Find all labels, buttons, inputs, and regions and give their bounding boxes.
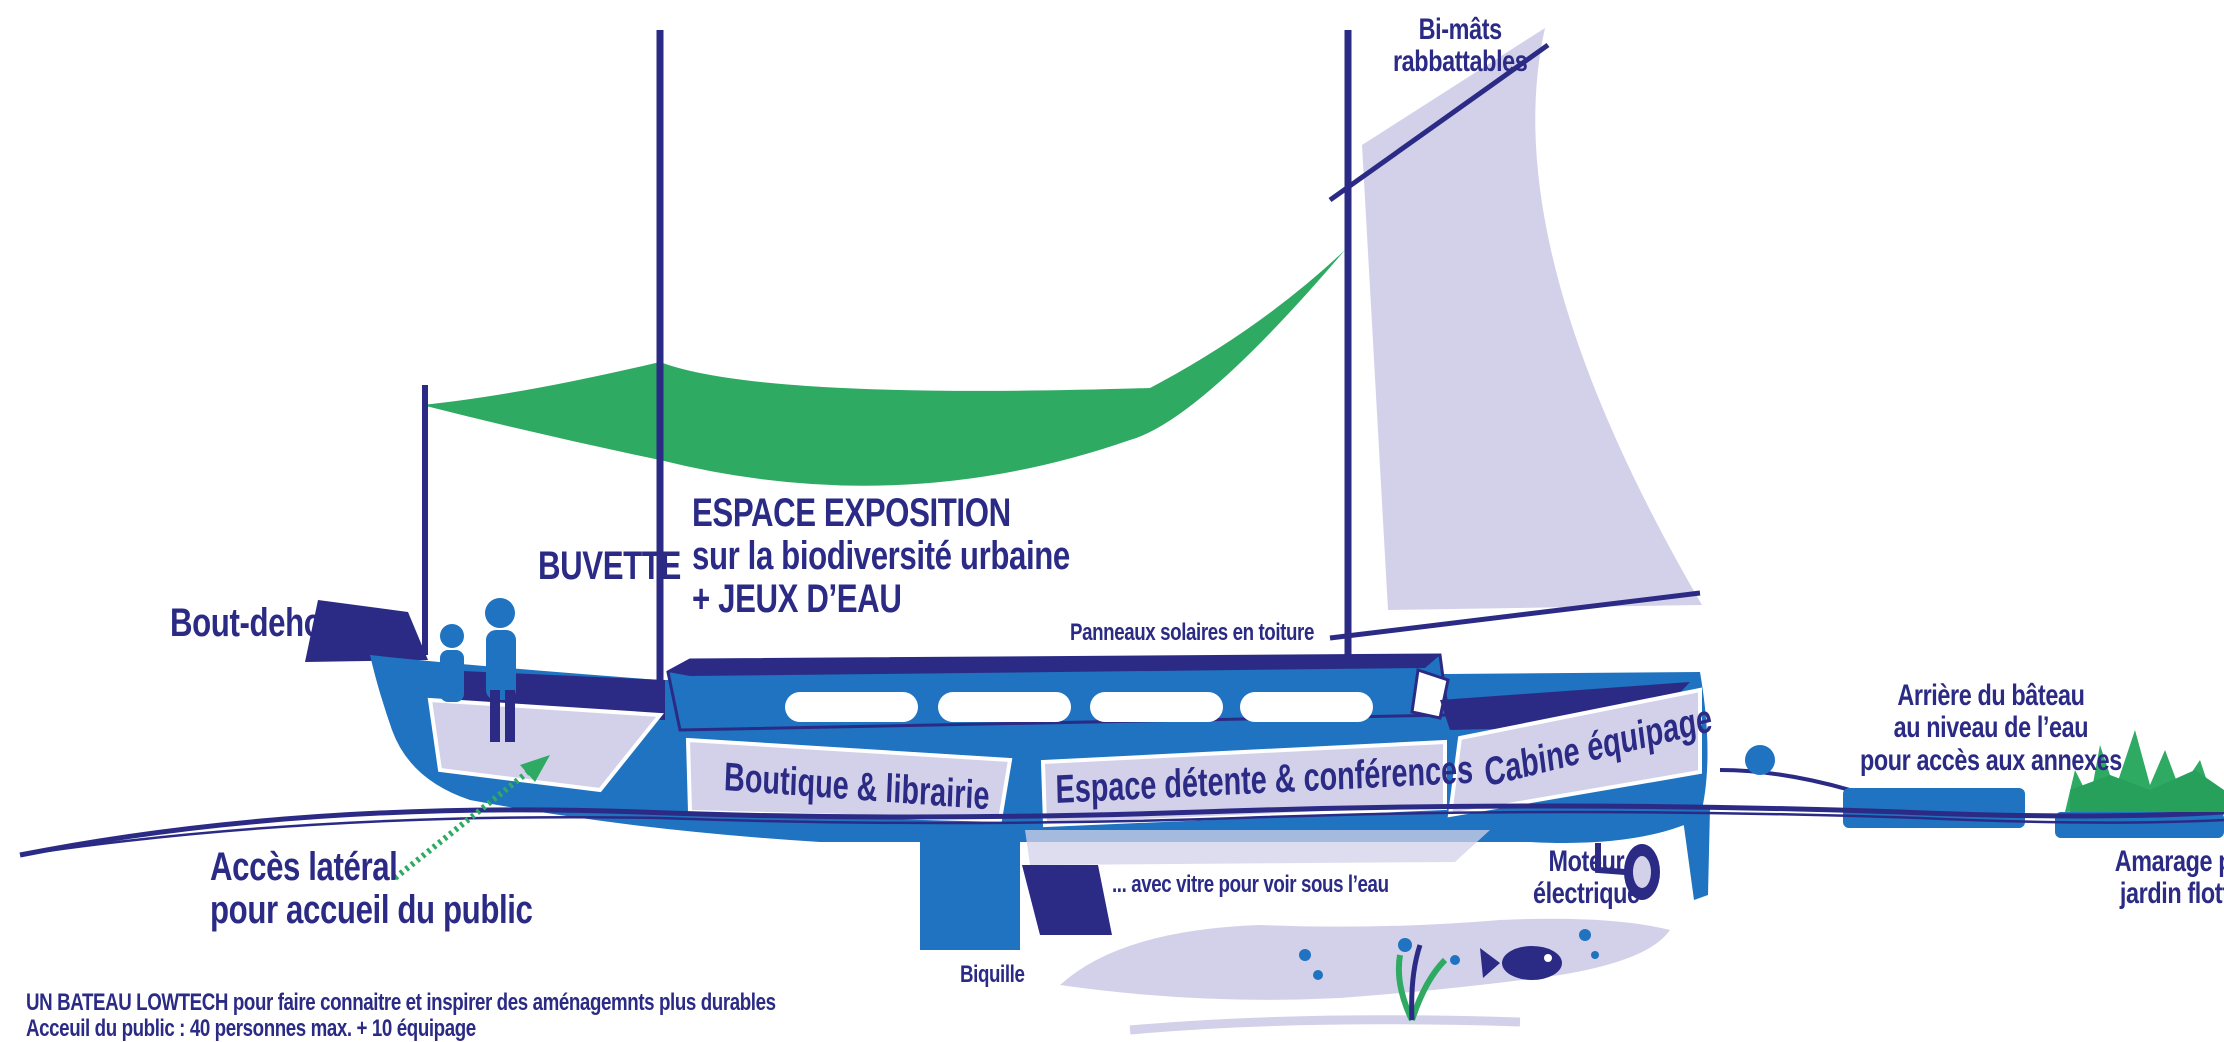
label-amarrage: Amarage pour jardin flottant [2114,845,2224,911]
cabin-window [1090,692,1223,722]
bimats-line1: Bi-mâts [1418,13,1502,46]
water-line-2 [39,810,2224,854]
stern-buoy [1745,745,1775,775]
garden-raft [2055,812,2224,838]
acces-line1: Accès latéral [210,845,398,889]
dotted-arrow-icon [393,755,550,881]
arriere-line1: Arrière du bâteau [1897,679,2085,712]
label-arriere: Arrière du bâteau au niveau de l’eau pou… [1859,679,2122,777]
label-panneaux-solaires: Panneaux solaires en toiture [1070,619,1314,646]
fish-icon [1480,946,1562,980]
sail-gaff [1328,42,1550,203]
underwater-window [1025,830,1490,865]
foresail [1362,28,1702,610]
label-bout-dehors: Bout-dehors [170,601,352,645]
arriere-line3: pour accès aux annexes [1859,743,2122,777]
panel-boutique [685,737,1013,823]
sail-boom [1329,590,1701,641]
bubbles [1299,929,1599,980]
bowsprit [305,600,428,662]
floating-garden-icon [2065,730,2224,812]
label-espace-exposition: ESPACE EXPOSITION sur la biodiversité ur… [692,491,1070,622]
label-bimats: Bi-mâts rabbattables [1392,13,1528,79]
expo-line3: + JEUX D’EAU [692,577,902,622]
green-awning [422,250,1345,486]
motor-mount [1595,843,1626,875]
cabin-window [938,692,1071,722]
keel-right [1022,865,1112,935]
water-line [19,803,2224,858]
moteur-line2: électrique [1533,877,1640,911]
label-biquille: Biquille [960,961,1025,988]
label-buvette: BUVETTE [538,544,681,588]
arriere-line2: au niveau de l’eau [1893,711,2089,745]
label-moteur: Moteur électrique [1533,845,1640,911]
stern-cable [1719,768,1851,792]
moteur-line1: Moteur [1548,845,1625,878]
amarrage-line2: jardin flottant [2119,877,2224,911]
cabin-roof [668,655,1440,676]
footer-text: UN BATEAU LOWTECH pour faire connaitre e… [26,990,776,1042]
expo-line1: ESPACE EXPOSITION [692,491,1011,535]
bow-well [427,697,664,793]
cabin-door [1410,668,1450,720]
footer-line2: Acceuil du public : 40 personnes max. + … [26,1014,476,1042]
people-icon [440,598,516,742]
label-acces-lateral: Accès latéral pour accueil du public [210,845,533,933]
label-vitre: ... avec vitre pour voir sous l’eau [1112,871,1389,898]
footer-line1: UN BATEAU LOWTECH pour faire connaitre e… [26,989,776,1016]
rudder [1682,808,1710,900]
amarrage-line1: Amarage pour [2114,845,2224,878]
bimats-line2: rabbattables [1392,45,1528,79]
acces-line2: pour accueil du public [210,888,533,933]
keel-left [920,835,1020,950]
panel-cabine [1447,687,1702,818]
expo-line2: sur la biodiversité urbaine [692,534,1070,579]
seabed [1060,918,1670,1000]
cabin-window [785,692,918,722]
aquatic-plant-icon [1395,944,1448,1022]
cabin-window [1240,692,1373,722]
seabed-base [1129,1015,1521,1035]
propeller-icon [1624,844,1660,900]
